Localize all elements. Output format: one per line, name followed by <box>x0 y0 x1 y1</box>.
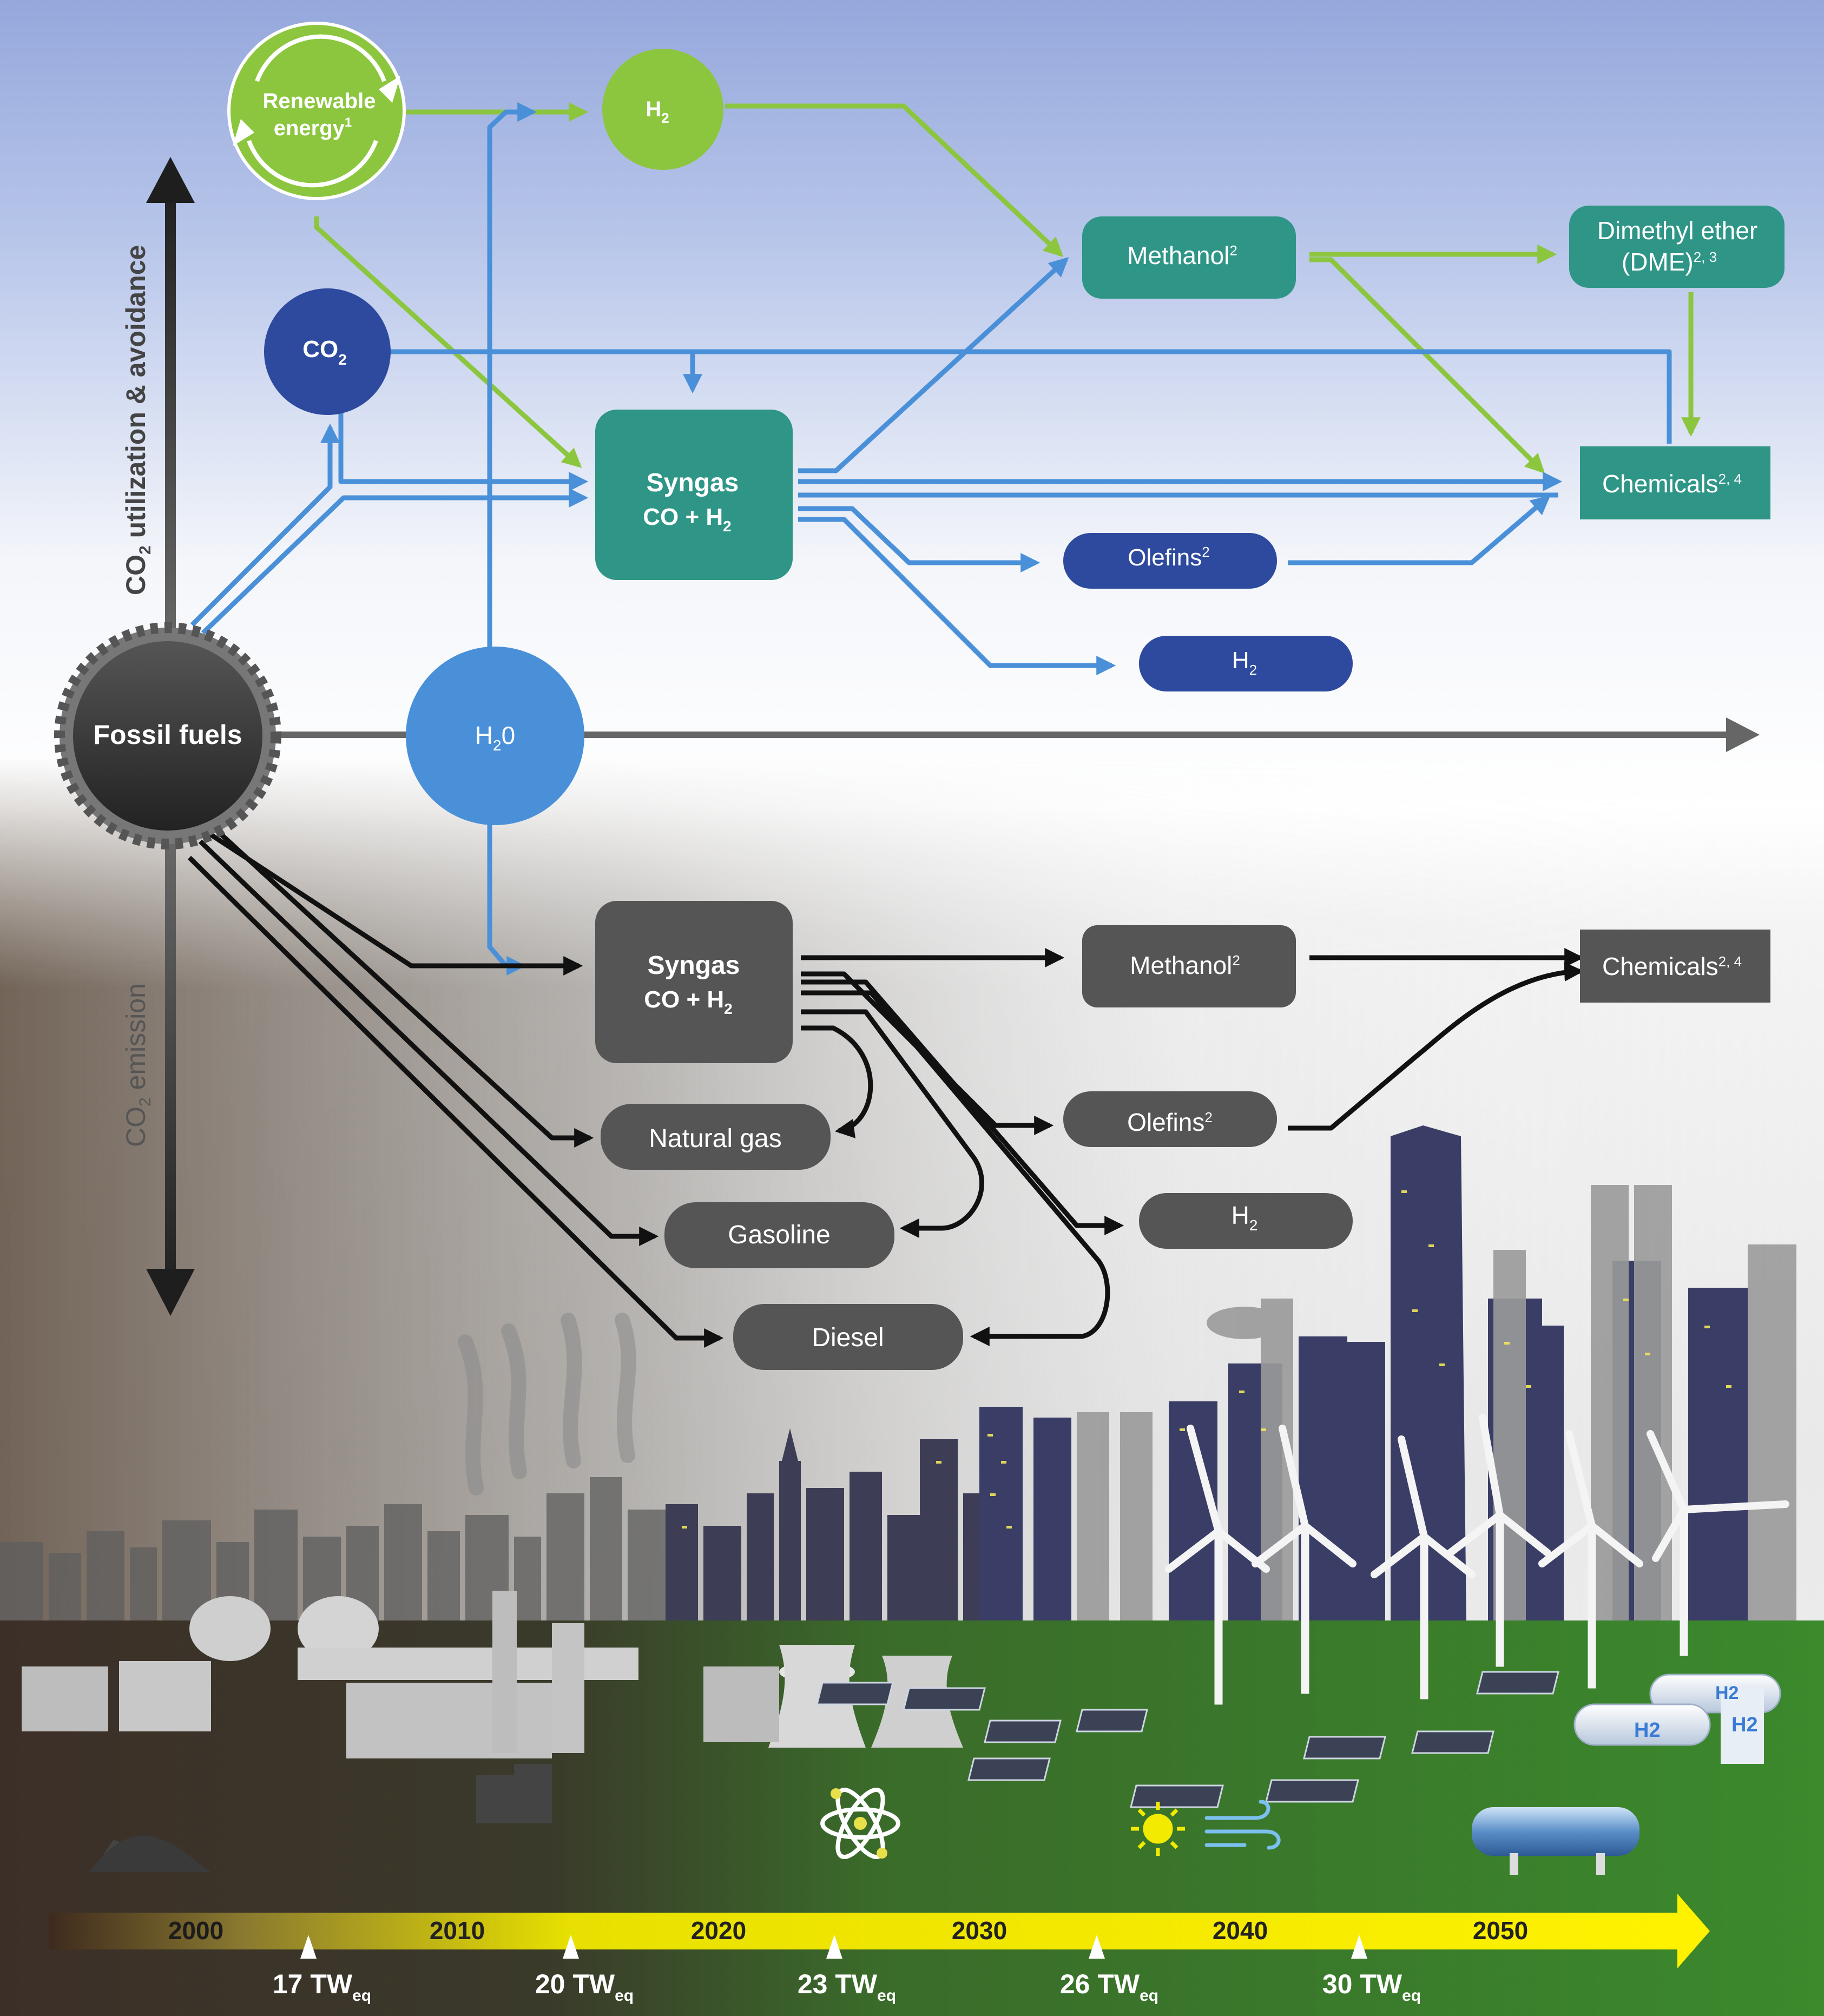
svg-text:Chemicals2, 4: Chemicals2, 4 <box>1602 952 1742 980</box>
timeline-energy: 17 TWeq 20 TWeq 23 TWeq 26 TWeq 30 TWeq <box>273 1969 1421 2005</box>
node-water: H20 <box>406 647 584 825</box>
node-h2-top: H2 <box>602 49 723 170</box>
svg-text:H2: H2 <box>1232 647 1257 678</box>
axis-label-utilization: CO2 utilization & avoidance <box>121 245 154 595</box>
node-fossil-fuels: Fossil fuels <box>54 622 281 849</box>
node-methanol-top: Methanol2 <box>1082 216 1296 299</box>
industrial-plants <box>22 1591 963 1872</box>
smoke-plumes <box>458 1313 636 1495</box>
h2-tank-label-3: H2 <box>1715 1683 1739 1703</box>
svg-text:Chemicals2, 4: Chemicals2, 4 <box>1602 470 1742 498</box>
node-dme: Dimethyl ether (DME)2, 3 <box>1569 206 1785 288</box>
svg-text:Olefins2: Olefins2 <box>1128 544 1209 571</box>
timeline-ticks <box>300 1935 1367 1959</box>
node-syngas-bottom: Syngas CO + H2 <box>595 901 793 1063</box>
svg-text:CO + H2: CO + H2 <box>643 504 732 535</box>
node-olefins-top: Olefins2 <box>1063 533 1277 589</box>
svg-text:(DME)2, 3: (DME)2, 3 <box>1622 248 1717 276</box>
svg-text:Diesel: Diesel <box>812 1323 884 1352</box>
svg-text:Methanol2: Methanol2 <box>1127 241 1237 269</box>
fossil-fuels-label: Fossil fuels <box>93 720 242 750</box>
svg-text:H20: H20 <box>475 721 515 754</box>
energy-17tw: 17 TWeq <box>273 1969 371 2005</box>
node-h2-mid: H2 <box>1139 636 1353 691</box>
node-h2-bottom: H2 <box>1139 1193 1353 1249</box>
node-chemicals-top: Chemicals2, 4 <box>1580 446 1770 519</box>
green-flows <box>314 102 1701 474</box>
node-chemicals-bottom: Chemicals2, 4 <box>1580 930 1770 1003</box>
node-syngas-top: Syngas CO + H2 <box>595 410 793 580</box>
svg-text:Methanol2: Methanol2 <box>1130 951 1240 979</box>
h2-tank-label: H2 <box>1634 1719 1661 1742</box>
renewable-energy-label-1: Renewable <box>263 89 376 113</box>
axis-label-emission: CO2 emission <box>121 983 154 1147</box>
svg-text:CO2: CO2 <box>302 336 347 368</box>
year-2030: 2030 <box>952 1916 1007 1945</box>
svg-text:CO + H2: CO + H2 <box>644 986 733 1017</box>
svg-text:Syngas: Syngas <box>647 469 739 497</box>
node-olefins-bottom: Olefins2 <box>1063 1091 1277 1147</box>
node-methanol-bottom: Methanol2 <box>1082 925 1296 1007</box>
year-2050: 2050 <box>1473 1916 1528 1945</box>
svg-text:Syngas: Syngas <box>648 951 740 980</box>
node-natural-gas: Natural gas <box>601 1104 831 1170</box>
atom-icon <box>820 1788 900 1859</box>
year-2020: 2020 <box>691 1916 746 1945</box>
energy-26tw: 26 TWeq <box>1060 1969 1158 2005</box>
svg-text:H2: H2 <box>646 97 669 126</box>
coal-pile-icon <box>89 1835 211 1872</box>
svg-text:Gasoline: Gasoline <box>728 1221 830 1249</box>
fossil-main-arrow <box>271 717 1760 752</box>
hydrogen-tanks: H2 H2 H2 <box>1472 1674 1781 1875</box>
energy-30tw: 30 TWeq <box>1322 1969 1421 2005</box>
axis-down-arrowhead <box>146 1269 195 1316</box>
timeline-years: 2000 2010 2020 2030 2040 2050 <box>168 1916 1528 1945</box>
h2-tank-label-2: H2 <box>1731 1714 1758 1736</box>
energy-23tw: 23 TWeq <box>798 1969 896 2005</box>
svg-text:Natural gas: Natural gas <box>649 1124 781 1153</box>
svg-text:Dimethyl ether: Dimethyl ether <box>1597 216 1758 245</box>
timeline: 2000 2010 2020 2030 2040 2050 17 TWeq 20… <box>49 1894 1710 2005</box>
year-2010: 2010 <box>430 1916 485 1945</box>
node-co2: CO2 <box>264 288 391 415</box>
black-flows <box>187 812 1584 1348</box>
node-diesel: Diesel <box>733 1304 963 1370</box>
svg-text:Olefins2: Olefins2 <box>1127 1108 1213 1136</box>
year-2000: 2000 <box>168 1916 223 1945</box>
year-2040: 2040 <box>1213 1916 1268 1945</box>
sun-icon <box>1131 1802 1185 1856</box>
svg-text:H2: H2 <box>1232 1201 1258 1234</box>
axis-up-arrowhead <box>146 157 195 203</box>
renewable-energy-label-2: energy1 <box>274 115 352 140</box>
node-renewable-energy: Renewable energy1 <box>227 22 406 200</box>
blue-flows <box>190 102 1672 976</box>
wind-turbines <box>1165 1414 1789 1705</box>
node-gasoline: Gasoline <box>664 1202 894 1268</box>
energy-20tw: 20 TWeq <box>535 1969 634 2005</box>
wind-icon <box>1204 1800 1281 1850</box>
solar-panels <box>816 1671 1559 1808</box>
